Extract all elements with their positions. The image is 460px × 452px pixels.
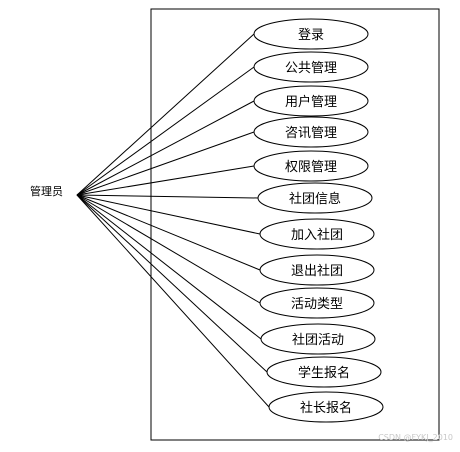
use-case-label: 咨讯管理 — [285, 126, 337, 141]
association-line — [76, 194, 261, 271]
use-case-ellipse — [259, 218, 375, 250]
use-case-label: 退出社团 — [291, 263, 343, 279]
use-case-ellipse — [259, 254, 375, 286]
use-case-label: 用户管理 — [285, 94, 337, 110]
association-line — [76, 131, 255, 196]
use-case-ellipse — [253, 18, 369, 50]
association-line — [76, 100, 255, 196]
use-case-ellipse — [253, 150, 369, 182]
association-line — [76, 165, 255, 196]
use-case-ellipse — [260, 323, 376, 355]
association-line — [76, 33, 255, 196]
use-case-label: 活动类型 — [291, 297, 343, 312]
use-case-label: 公共管理 — [285, 61, 337, 76]
association-line — [76, 194, 270, 408]
actor-label: 管理员 — [30, 184, 63, 198]
use-case-ellipse — [257, 182, 373, 214]
association-line — [76, 66, 255, 196]
association-line — [76, 194, 261, 235]
use-case-label: 学生报名 — [298, 365, 350, 381]
use-case-label: 加入社团 — [291, 227, 343, 243]
association-line — [76, 194, 268, 373]
use-case-ellipse — [266, 356, 382, 388]
use-case-ellipse — [253, 51, 369, 83]
association-line — [76, 194, 262, 340]
use-case-ellipse — [253, 116, 369, 148]
use-case-ellipse — [253, 85, 369, 117]
system-boundary — [150, 8, 440, 441]
use-case-label: 登录 — [298, 28, 324, 43]
use-case-label: 权限管理 — [285, 159, 337, 175]
use-case-ellipse — [268, 391, 384, 423]
use-case-label: 社团活动 — [292, 332, 344, 348]
use-case-label: 社团信息 — [289, 191, 341, 207]
association-line — [76, 194, 261, 304]
use-case-ellipse — [259, 287, 375, 319]
use-cases: 登录公共管理用户管理咨讯管理权限管理社团信息加入社团退出社团活动类型社团活动学生… — [253, 18, 384, 423]
association-line — [76, 194, 259, 199]
watermark: CSDN @FYKJ_2010 — [378, 433, 453, 442]
association-lines — [76, 33, 270, 408]
use-case-label: 社长报名 — [300, 400, 352, 416]
